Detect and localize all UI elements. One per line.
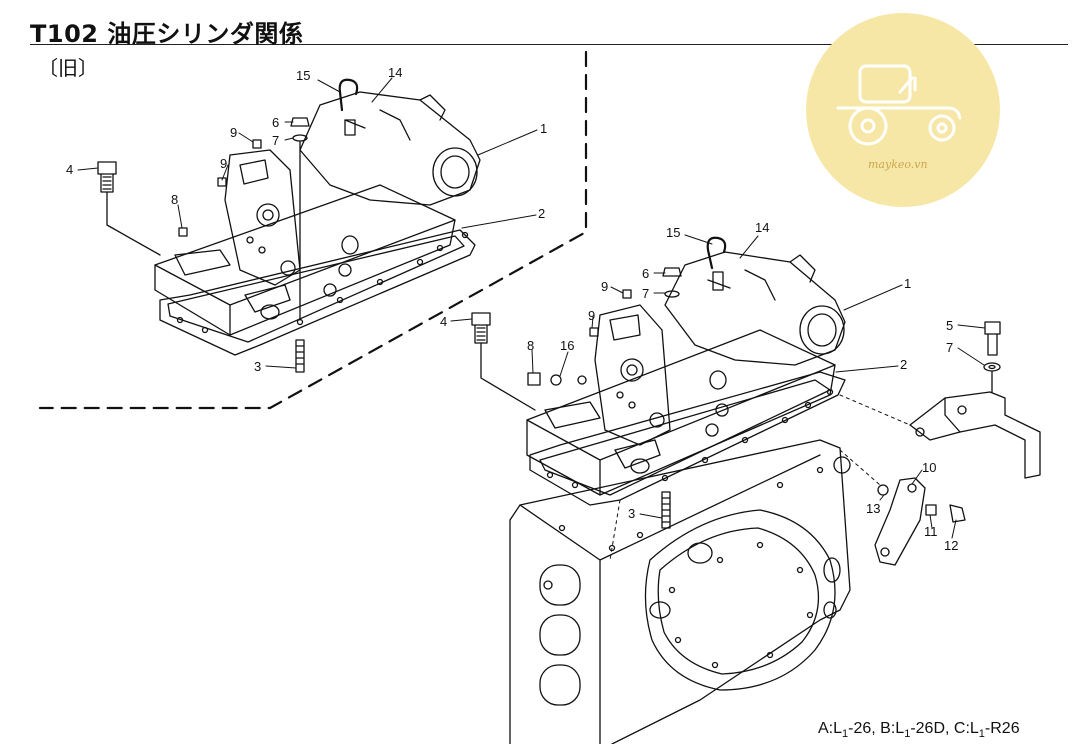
model-a-suffix: -26, (848, 720, 876, 737)
callout-12-new: 12 (944, 538, 958, 553)
callout-15-new: 15 (666, 225, 680, 240)
model-c-prefix: C:L (953, 720, 979, 737)
model-b-sub: 1 (904, 728, 911, 741)
callout-1-new: 1 (904, 276, 911, 291)
page-title: T102 油圧シリンダ関係 (30, 20, 304, 48)
model-c-sub: 1 (978, 728, 985, 741)
callout-4-new: 4 (440, 314, 447, 329)
model-c-suffix: -R26 (984, 720, 1020, 737)
callout-8-old: 8 (171, 192, 178, 207)
callout-7-old: 7 (272, 133, 279, 148)
callout-2-new: 2 (900, 357, 907, 372)
callout-13-new: 13 (866, 501, 880, 516)
callout-15-old: 15 (296, 68, 310, 83)
new-cylinder-assembly (471, 236, 1041, 744)
callout-3-new: 3 (628, 506, 635, 521)
old-variant-label: 〔旧〕 (38, 56, 98, 80)
model-b-prefix: B:L (880, 720, 905, 737)
page-header: T102 油圧シリンダ関係 (30, 8, 1068, 48)
callout-9b-old: 9 (220, 156, 227, 171)
callout-11-new: 11 (924, 524, 938, 539)
callout-4-old: 4 (66, 162, 73, 177)
model-b-suffix: -26D, (910, 720, 950, 737)
model-applicability-note: A:L1-26, B:L1-26D, C:L1-R26 (818, 720, 1020, 740)
callout-9a-old: 9 (230, 125, 237, 140)
callout-14-old: 14 (388, 65, 402, 80)
watermark-text: maykeo.vn (868, 158, 928, 171)
callout-3-old: 3 (254, 359, 261, 374)
callout-2-old: 2 (538, 206, 545, 221)
tractor-icon (836, 64, 962, 146)
model-a-prefix: A:L (818, 720, 843, 737)
callout-6-old: 6 (272, 115, 279, 130)
model-a-sub: 1 (842, 728, 849, 741)
callout-16-new: 16 (560, 338, 574, 353)
callout-1-old: 1 (540, 121, 547, 136)
callout-8-new: 8 (527, 338, 534, 353)
old-cylinder-assembly (97, 78, 481, 373)
callout-6-new: 6 (642, 266, 649, 281)
callout-7b-new: 7 (946, 340, 953, 355)
watermark-logo (806, 13, 1000, 207)
callout-5-new: 5 (946, 318, 953, 333)
callout-10-new: 10 (922, 460, 936, 475)
callout-9b-new: 9 (588, 308, 595, 323)
callout-7-new: 7 (642, 286, 649, 301)
callout-14-new: 14 (755, 220, 769, 235)
callout-9a-new: 9 (601, 279, 608, 294)
